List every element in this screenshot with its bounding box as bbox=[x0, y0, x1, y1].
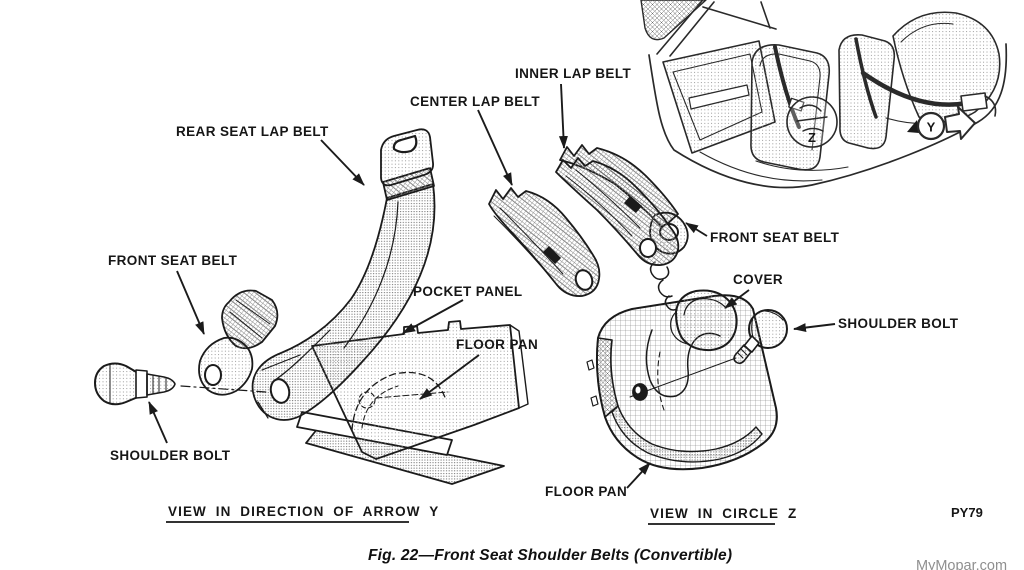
center-lap-belt-arrow bbox=[477, 109, 513, 186]
label-shoulder-bolt-left: SHOULDER BOLT bbox=[110, 448, 231, 463]
label-floor-pan-left: FLOOR PAN bbox=[456, 337, 538, 352]
page-code: PY79 bbox=[951, 505, 983, 520]
shoulder-bolt-right-arrow bbox=[793, 323, 836, 333]
cover-dome-drawing bbox=[675, 289, 738, 352]
seat-belt-strap-near-drawing bbox=[773, 45, 801, 129]
rear-seat-lap-belt-arrow bbox=[320, 139, 365, 186]
shoulder-bolt-left-shank-drawing bbox=[146, 373, 176, 396]
label-rear-seat-lap-belt: REAR SEAT LAP BELT bbox=[176, 124, 329, 139]
right-exploded-view-drawing bbox=[488, 144, 788, 471]
label-inner-lap-belt: INNER LAP BELT bbox=[515, 66, 631, 81]
label-front-seat-belt-right: FRONT SEAT BELT bbox=[710, 230, 840, 245]
front-seat-belt-left-arrow bbox=[176, 270, 205, 335]
inset-circle-letter: Z bbox=[808, 130, 816, 145]
label-front-seat-belt-left: FRONT SEAT BELT bbox=[108, 253, 238, 268]
belt-link-chain-drawing bbox=[649, 261, 678, 311]
inset-arrow-letter: Y bbox=[927, 120, 936, 135]
inner-lap-belt-arrow bbox=[558, 83, 568, 149]
front-seat-belt-right-arrow bbox=[685, 222, 708, 237]
floor-pan-left-arrow bbox=[419, 354, 480, 400]
arrow-y-circle bbox=[916, 111, 946, 141]
cross-belt-drawing bbox=[860, 70, 970, 107]
pocket-panel-arrow bbox=[402, 299, 464, 334]
seat-belt-strap-far-drawing bbox=[854, 37, 878, 119]
label-cover: COVER bbox=[733, 272, 783, 287]
bolt-guide-line-right bbox=[629, 357, 737, 398]
shoulder-bolt-right-head-drawing bbox=[748, 309, 788, 349]
car-interior-inset: Z Y bbox=[640, 0, 1008, 189]
belt-buckle-drawing bbox=[960, 92, 988, 112]
front-belt-anchor-hole bbox=[204, 364, 222, 386]
left-exploded-view-drawing bbox=[94, 128, 529, 485]
label-pocket-panel: POCKET PANEL bbox=[413, 284, 523, 299]
shoulder-bolt-right-shank bbox=[733, 344, 752, 365]
shoulder-bolt-left-head-drawing bbox=[94, 362, 139, 406]
center-lap-belt-webbing-drawing bbox=[488, 187, 601, 297]
label-floor-pan-right: FLOOR PAN bbox=[545, 484, 627, 499]
floor-hump-hidden-line bbox=[351, 371, 447, 431]
figure-caption: Fig. 22—Front Seat Shoulder Belts (Conve… bbox=[368, 547, 732, 564]
center-lap-belt-hole bbox=[574, 269, 594, 291]
label-center-lap-belt: CENTER LAP BELT bbox=[410, 94, 540, 109]
arrow-y-block-arrow bbox=[944, 106, 976, 140]
leader-arrows bbox=[148, 83, 836, 489]
left-view-title: VIEW IN DIRECTION OF ARROW Y bbox=[168, 504, 439, 519]
windshield-frame-drawing bbox=[656, 0, 777, 57]
cover-arrow bbox=[724, 289, 750, 309]
shoulder-bolt-left-collar-drawing bbox=[135, 369, 148, 399]
floor-pan-left-flange bbox=[596, 337, 619, 418]
bolt-centerline-left bbox=[180, 385, 267, 393]
folded-top-drawing bbox=[640, 0, 707, 41]
armrest-drawing bbox=[688, 84, 750, 110]
front-belt-webbing-drawing bbox=[221, 289, 279, 350]
inner-lap-belt-hole-lower bbox=[639, 238, 657, 258]
label-shoulder-bolt-right: SHOULDER BOLT bbox=[838, 316, 959, 331]
right-view-title: VIEW IN CIRCLE Z bbox=[650, 506, 797, 521]
floor-pan-rim-band bbox=[611, 405, 763, 463]
detail-circle-z bbox=[786, 96, 838, 148]
floor-pan-right-arrow bbox=[626, 462, 651, 489]
rear-lap-belt-anchor-hole bbox=[269, 378, 291, 404]
arrow-y-flag bbox=[907, 120, 919, 133]
labels: REAR SEAT LAP BELT FRONT SEAT BELT POCKE… bbox=[108, 66, 1007, 570]
rear-lap-belt-tip-slot bbox=[392, 134, 418, 154]
watermark-link[interactable]: MyMopar.com bbox=[916, 558, 1007, 570]
front-belt-anchor-drawing bbox=[198, 336, 254, 396]
shoulder-bolt-left-arrow bbox=[148, 401, 168, 444]
body-lower-edge-drawing bbox=[648, 43, 1008, 189]
